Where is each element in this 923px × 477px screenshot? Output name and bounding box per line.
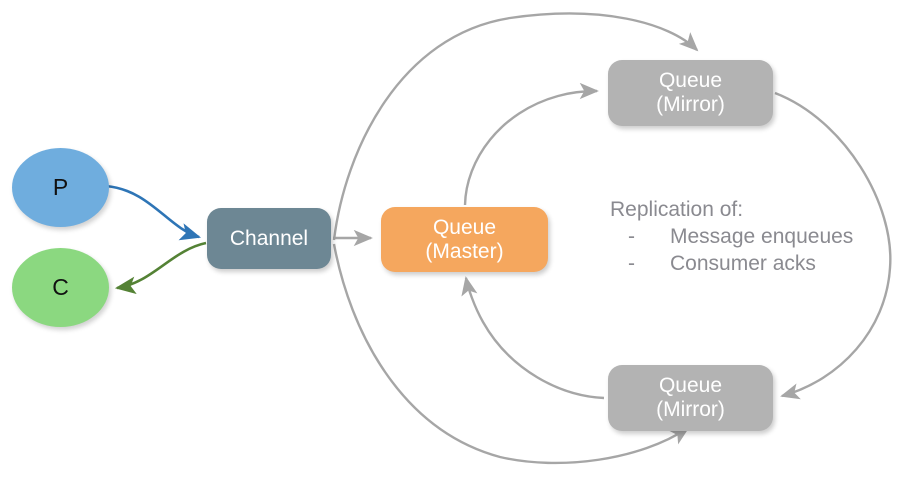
node-queue-mirror-bottom[interactable]: Queue (Mirror) — [608, 365, 773, 431]
node-queue-mirror-bottom-label: Queue (Mirror) — [656, 374, 725, 421]
edge-producer-to-channel — [105, 184, 201, 241]
node-consumer[interactable]: C — [12, 248, 109, 327]
annotation-title: Replication of: — [610, 198, 744, 221]
edge-channel-to-consumer — [114, 241, 207, 295]
node-queue-master-label: Queue (Master) — [425, 215, 504, 263]
annotation-item-0-text: Message enqueues — [670, 225, 854, 248]
edge-master-to-mirror-top — [463, 82, 599, 206]
node-channel[interactable]: Channel — [207, 208, 331, 269]
node-channel-label: Channel — [229, 226, 309, 250]
node-producer[interactable]: P — [12, 148, 109, 227]
annotation-item-1: - Consumer acks — [610, 250, 910, 277]
node-consumer-label: C — [52, 273, 69, 300]
node-queue-mirror-top[interactable]: Queue (Mirror) — [608, 60, 773, 126]
replication-annotation: Replication of: - Message enqueues - Consu… — [610, 196, 910, 277]
node-producer-label: P — [52, 173, 69, 200]
annotation-bullet-0: - — [628, 225, 635, 248]
annotation-bullet-1: - — [628, 252, 635, 275]
annotation-item-1-text: Consumer acks — [670, 252, 816, 275]
annotation-item-0: - Message enqueues — [610, 223, 910, 250]
edge-mirror-bottom-to-master — [461, 276, 605, 400]
node-queue-mirror-top-label: Queue (Mirror) — [656, 69, 725, 116]
node-queue-master[interactable]: Queue (Master) — [381, 207, 548, 272]
